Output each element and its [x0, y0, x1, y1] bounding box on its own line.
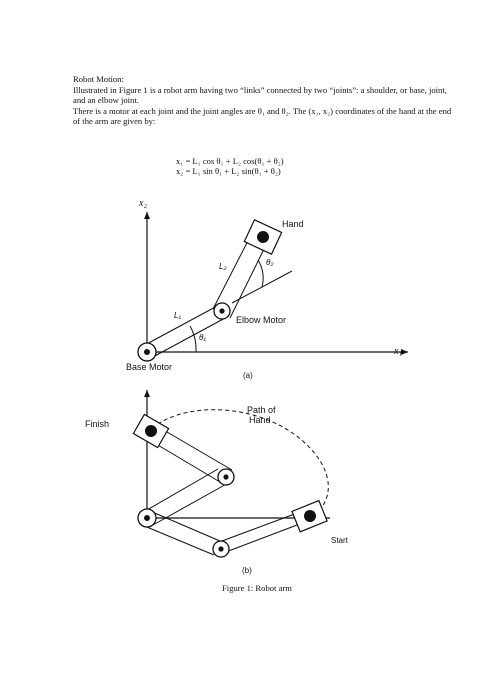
figure-caption: Figure 1: Robot arm — [222, 583, 292, 593]
elbow-motor-label: Elbow Motor — [236, 315, 287, 325]
subfigure-b-label: (b) — [242, 566, 252, 575]
elbow-motor — [213, 302, 231, 320]
finish-label: Finish — [85, 419, 110, 429]
axis-x1-label: x₁ — [394, 346, 402, 357]
theta2-label: θ₂ — [266, 258, 274, 267]
hand-path — [151, 409, 329, 517]
start-link-1 — [141, 510, 221, 556]
base-motor-label: Base Motor — [126, 362, 173, 372]
link-2 — [212, 232, 269, 319]
start-hand — [291, 499, 328, 533]
link-1 — [142, 304, 228, 359]
paragraph-1: Illustrated in Figure 1 is a robot arm h… — [73, 84, 447, 106]
theta1-arc — [189, 325, 197, 353]
paragraph-2: There is a motor at each joint and the j… — [73, 105, 452, 127]
axis-x2-label: x₂ — [139, 198, 147, 209]
hand-label: Hand — [282, 219, 304, 229]
theta2-arc — [257, 259, 264, 288]
base-joint-b — [137, 508, 157, 528]
theta1-label: θ₁ — [199, 333, 206, 342]
equation-x1: x₁ = L₁ cos θ₁ + L₂ cos(θ₁ + θ₂) — [176, 156, 284, 166]
figure-b — [132, 390, 330, 558]
link2-label: L₂ — [219, 262, 227, 271]
start-label: Start — [331, 536, 348, 545]
heading: Robot Motion: — [73, 74, 124, 84]
finish-elbow-joint — [217, 468, 235, 486]
path-of-hand-label-2: Hand — [249, 415, 271, 425]
base-motor — [137, 342, 157, 362]
problem-text: Robot Motion: Illustrated in Figure 1 is… — [73, 74, 453, 127]
hand — [243, 218, 283, 256]
equation-x2: x₂ = L₁ sin θ₁ + L₂ sin(θ₁ + θ₂) — [176, 166, 281, 176]
subfigure-a-label: (a) — [243, 371, 253, 380]
figure-a — [137, 212, 408, 362]
link1-label: L₁ — [174, 311, 181, 320]
finish-hand — [132, 413, 170, 449]
path-of-hand-label: Path of — [247, 405, 276, 415]
start-elbow-joint — [212, 540, 230, 558]
